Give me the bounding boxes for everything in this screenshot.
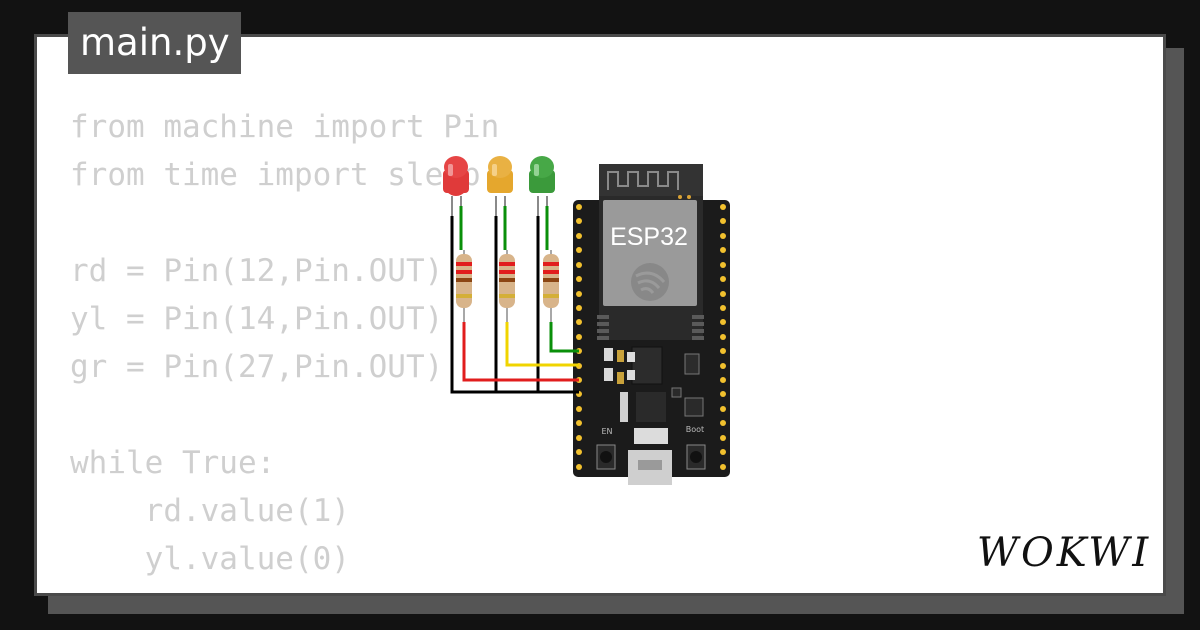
green-led-icon [529,156,555,216]
en-button[interactable] [596,444,616,470]
yellow-led-icon [487,156,513,216]
code-line: yl = Pin(14,Pin.OUT) [70,301,444,337]
file-tab[interactable]: main.py [68,12,241,74]
wokwi-logo[interactable]: WOKWI [978,524,1150,576]
code-line: gr.value(0) [70,583,499,593]
wires [450,206,579,394]
boot-button[interactable] [686,444,706,470]
esp32-board: ESP32 EN Boot [573,164,730,485]
red-led-icon [443,156,469,216]
code-line: yl.value(0) [70,541,350,577]
en-label: EN [601,427,612,436]
wokwi-logo-text: WOKWI [978,530,1150,576]
boot-label: Boot [686,425,704,434]
code-line: while True: [70,445,276,481]
resistor-green-icon [543,250,559,322]
resistor-yellow-icon [499,250,515,322]
espressif-logo-icon [631,263,669,301]
circuit-diagram: ESP32 EN Boot [443,156,730,485]
esp32-label: ESP32 [610,223,688,251]
resistor-red-icon [456,250,472,322]
code-line: rd.value(1) [70,493,350,529]
code-line: gr = Pin(27,Pin.OUT) [70,349,444,385]
code-line: from machine import Pin [70,109,500,145]
code-line: rd = Pin(12,Pin.OUT) [70,253,444,289]
